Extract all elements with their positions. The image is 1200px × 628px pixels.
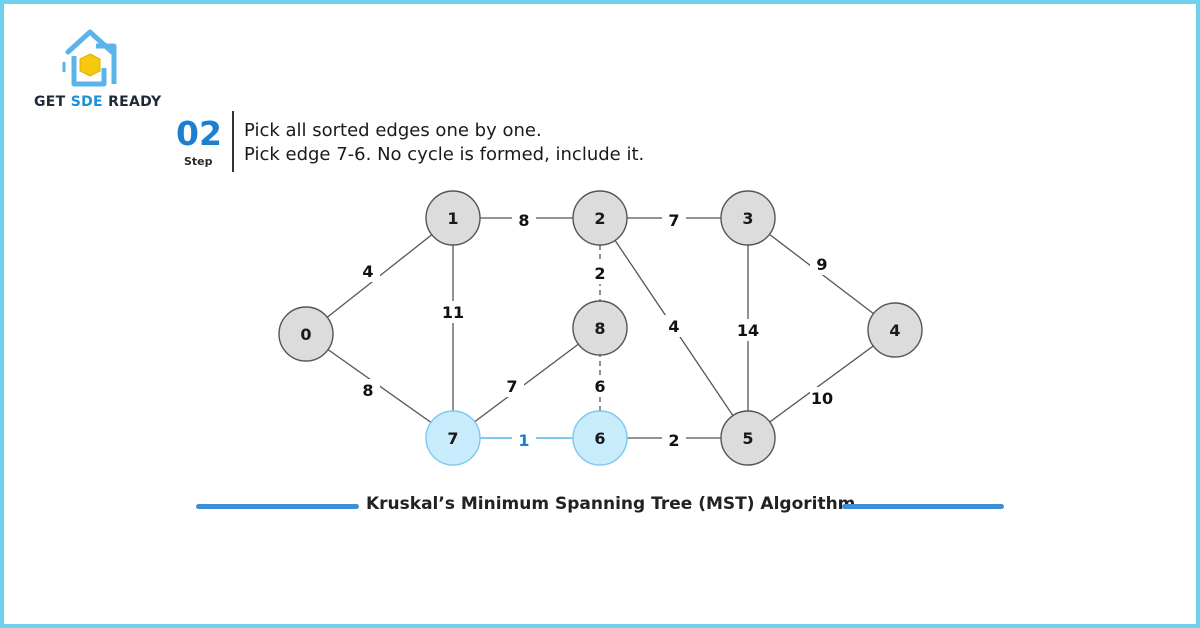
edge-label-bg-0-7 [356,379,380,401]
step-label: Step [184,155,213,168]
brand-name-accent: SDE [70,94,103,110]
node-7 [425,410,481,466]
edge-weight-2-5: 4 [668,317,679,336]
edge-weight-3-4: 9 [816,255,827,274]
edge-weight-3-5: 14 [737,321,759,340]
edge-label-bg-1-7 [441,301,465,323]
node-label-1: 1 [447,209,458,228]
edge-label-bg-1-2 [512,209,536,231]
edge-label-bg-2-3 [662,209,686,231]
node-label-8: 8 [594,319,605,338]
edge-weight-1-2: 8 [518,211,529,230]
step-description-line1: Pick all sorted edges one by one. [244,120,542,141]
step-description-line2: Pick edge 7-6. No cycle is formed, inclu… [244,144,645,165]
edge-label-bg-2-8 [588,262,612,284]
edge-weight-7-8: 7 [506,377,517,396]
edge-label-bg-7-8 [500,375,524,397]
edge-4-5 [747,329,896,439]
node-6 [572,410,628,466]
logo-icon [62,29,117,87]
node-3 [720,190,776,246]
edge-label-bg-5-6 [662,429,686,451]
brand-name-part2: READY [108,94,162,110]
brand-name-part1: GET [34,94,66,110]
edge-weight-0-1: 4 [362,262,373,281]
edge-label-bg-0-1 [356,260,380,282]
caption-rule-right [842,504,1004,509]
edge-weight-4-5: 10 [811,389,833,408]
edge-label-bg-2-5 [662,315,686,337]
step-number: 02 [176,114,222,153]
edge-label-bg-4-5 [810,387,834,409]
edge-weight-6-8: 6 [594,377,605,396]
node-label-6: 6 [594,429,605,448]
node-4 [867,302,923,358]
edge-weight-2-8: 2 [594,264,605,283]
edge-weight-1-7: 11 [442,303,464,322]
edge-label-bg-3-4 [810,253,834,275]
edge-weight-0-7: 8 [362,381,373,400]
edge-label-bg-6-8 [588,375,612,397]
node-1 [425,190,481,246]
node-8 [572,300,628,356]
edge-7-8 [452,327,601,439]
edge-label-bg-6-7 [512,429,536,451]
node-2 [572,190,628,246]
brand-logo: GET SDE READY [34,28,184,118]
edge-weight-5-6: 2 [668,431,679,450]
step-divider [232,111,234,172]
node-0 [278,306,334,362]
node-label-4: 4 [889,321,900,340]
node-label-7: 7 [447,429,458,448]
edge-weight-2-3: 7 [668,211,679,230]
diagram-caption: Kruskal’s Minimum Spanning Tree (MST) Al… [366,494,856,514]
edge-weight-6-7: 1 [518,431,529,450]
node-label-3: 3 [742,209,753,228]
edge-label-bg-3-5 [736,319,760,341]
node-5 [720,410,776,466]
caption-rule-left [196,504,359,509]
node-label-0: 0 [300,325,311,344]
node-label-2: 2 [594,209,605,228]
node-label-5: 5 [742,429,753,448]
brand-name: GET SDE READY [34,94,161,110]
